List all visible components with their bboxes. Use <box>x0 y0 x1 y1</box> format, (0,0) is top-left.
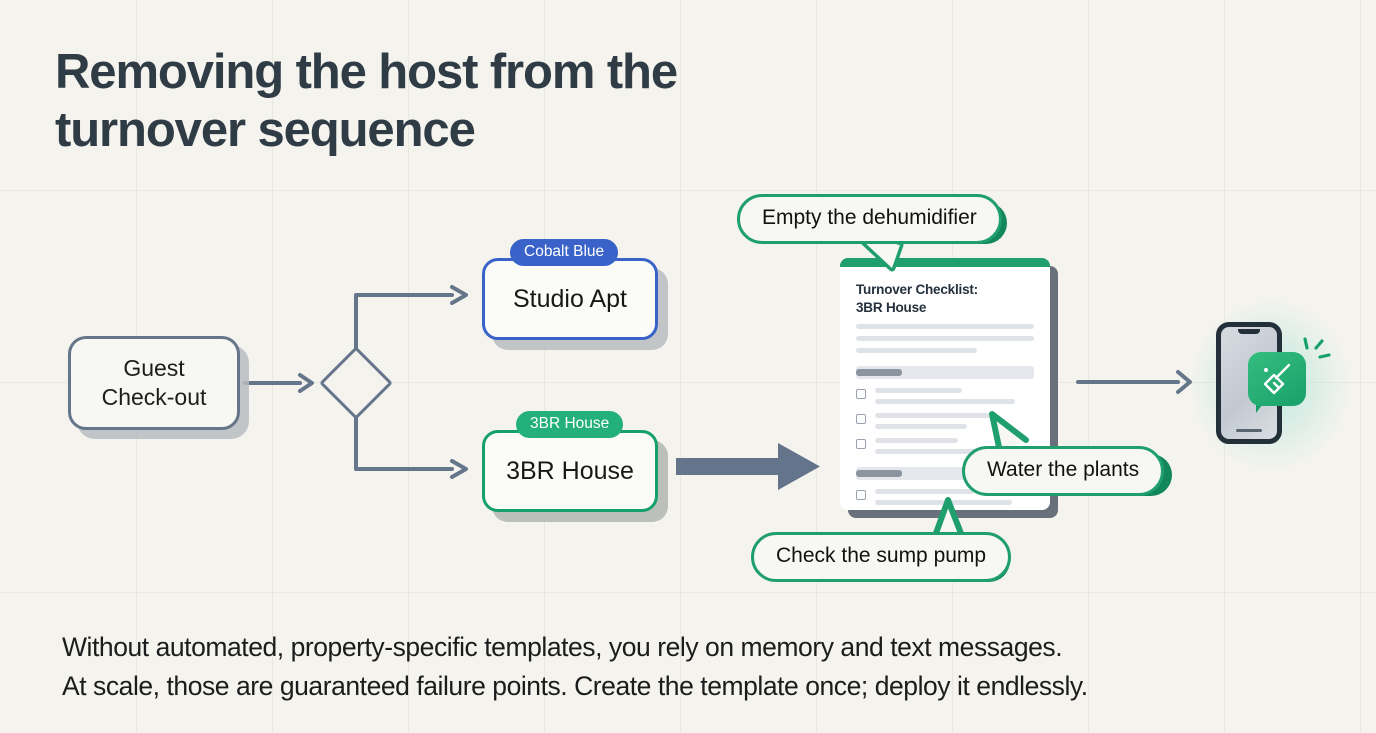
checklist-item[interactable] <box>856 413 1034 430</box>
checklist-item-line <box>875 424 968 430</box>
document-body-line <box>856 348 978 354</box>
checklist-item[interactable] <box>856 438 1034 455</box>
callout-check-sump-pump[interactable]: Check the sump pump <box>751 532 1012 582</box>
checklist-item[interactable] <box>856 388 1034 405</box>
checkbox-icon[interactable] <box>856 439 866 450</box>
callout-empty-dehumidifier[interactable]: Empty the dehumidifier <box>737 194 1002 244</box>
document-top-accent-bar <box>840 258 1050 267</box>
studio-card-label: Studio Apt <box>513 284 627 313</box>
checklist-item-line <box>875 399 1015 405</box>
notification-bubble-tail <box>1256 400 1266 413</box>
checkbox-icon[interactable] <box>856 490 866 501</box>
badge-3br-house: 3BR House <box>516 411 624 438</box>
checklist-item-line <box>875 438 958 444</box>
checklist-item[interactable] <box>856 489 1034 506</box>
callout-water-the-plants[interactable]: Water the plants <box>962 446 1165 496</box>
phone-notch <box>1238 329 1260 334</box>
guest-node-label-line2: Check-out <box>101 384 207 410</box>
checklist-item-line <box>875 500 1012 506</box>
document-title: Turnover Checklist: 3BR House <box>856 281 1034 317</box>
caption-text: Without automated, property-specific tem… <box>62 628 1332 706</box>
broom-icon <box>1263 363 1291 395</box>
flow-node-studio-apt[interactable]: Studio Apt <box>482 258 658 340</box>
document-body-line <box>856 336 1034 342</box>
sparkle-icon <box>1303 337 1331 359</box>
document-title-line2: 3BR House <box>856 300 927 316</box>
caption-line-2: At scale, those are guaranteed failure p… <box>62 671 1088 702</box>
caption-line-1: Without automated, property-specific tem… <box>62 632 1063 662</box>
page-title: Removing the host from the turnover sequ… <box>55 45 678 157</box>
guest-node-label-line1: Guest <box>123 354 185 381</box>
document-section-header <box>856 366 1034 380</box>
checklist-item-line <box>875 489 974 495</box>
checklist-item-line <box>875 413 993 419</box>
checkbox-icon[interactable] <box>856 389 866 400</box>
section-chip <box>856 369 902 377</box>
section-chip <box>856 470 902 478</box>
checkbox-icon[interactable] <box>856 414 866 425</box>
house-card-label: 3BR House <box>506 456 634 485</box>
document-title-line1: Turnover Checklist: <box>856 282 978 297</box>
document-body-line <box>856 324 1034 330</box>
checklist-item-line <box>875 449 1003 455</box>
flow-node-guest-checkout[interactable]: Guest Check-out <box>68 336 240 430</box>
checklist-item-line <box>875 388 963 394</box>
phone-home-indicator <box>1236 429 1262 432</box>
